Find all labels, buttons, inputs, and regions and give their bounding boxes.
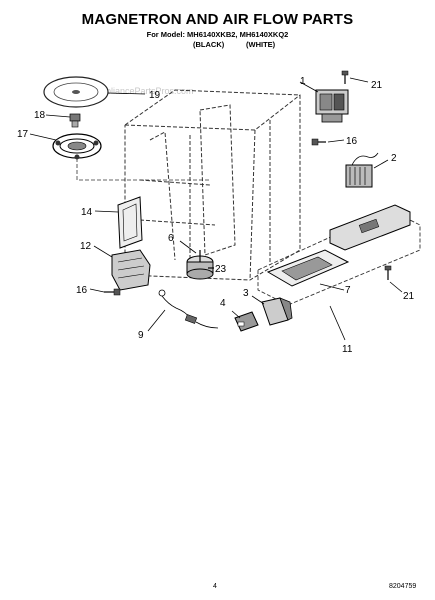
air-guide-panel	[117, 196, 143, 249]
leader-6	[179, 240, 197, 254]
noise-filter	[234, 311, 259, 332]
screw-lower-right	[384, 265, 392, 280]
leader-16-right	[327, 139, 345, 143]
callout-12: 12	[80, 241, 92, 252]
screw-left	[104, 288, 121, 296]
leader-21-lower	[389, 281, 403, 293]
callout-14: 14	[81, 207, 93, 218]
leader-21-top	[349, 77, 369, 83]
thermal-fuse-harness	[158, 289, 219, 329]
leader-1	[299, 81, 319, 93]
callout-23: 23	[215, 264, 227, 275]
callout-11: 11	[342, 344, 353, 355]
leader-19	[107, 92, 146, 95]
callout-16-left: 16	[76, 285, 88, 296]
callout-6: 6	[168, 233, 174, 244]
turntable-support	[52, 133, 102, 160]
document-number: 8204759	[389, 583, 417, 590]
leader-11	[329, 305, 346, 341]
leader-3	[251, 295, 265, 305]
page-number: 4	[213, 583, 217, 590]
callout-7: 7	[345, 285, 351, 296]
leader-14	[94, 210, 119, 213]
model-subtitle: For Model: MH6140XKB2, MH6140XKQ2	[146, 30, 289, 39]
base-cover-plate	[266, 204, 411, 287]
callout-17: 17	[17, 129, 29, 140]
transformer	[345, 152, 379, 188]
page-title: MAGNETRON AND AIR FLOW PARTS	[81, 11, 354, 28]
callout-9: 9	[138, 330, 144, 341]
leader-2	[373, 159, 389, 169]
turntable-tray	[43, 76, 109, 108]
callout-2: 2	[391, 153, 397, 164]
coupler	[69, 113, 81, 128]
callout-1: 1	[300, 76, 306, 87]
magnetron	[315, 89, 349, 123]
screw-right	[311, 138, 326, 146]
callout-21-lower: 21	[403, 291, 415, 302]
leader-17	[29, 133, 57, 141]
leader-18	[45, 114, 71, 118]
cavity-frame	[124, 89, 301, 281]
callout-19: 19	[149, 90, 161, 101]
callout-3: 3	[243, 288, 249, 299]
callout-18: 18	[34, 110, 46, 121]
leader-12	[93, 245, 113, 258]
color-label-black: (BLACK)	[193, 40, 225, 49]
callout-4: 4	[220, 298, 226, 309]
leader-16-left	[89, 288, 105, 293]
screw-top	[341, 70, 349, 84]
watermark: AppliancePartsPros.com	[95, 86, 194, 96]
leader-9	[147, 309, 166, 332]
callout-16-right: 16	[346, 136, 358, 147]
leader-7	[319, 283, 345, 291]
leader-4	[231, 310, 241, 319]
callout-21-top: 21	[371, 80, 383, 91]
color-label-white: (WHITE)	[246, 40, 276, 49]
fan-motor	[186, 250, 214, 280]
mounting-bracket	[261, 297, 293, 326]
dashed-guide-17	[76, 158, 210, 181]
fan-duct	[111, 249, 151, 291]
